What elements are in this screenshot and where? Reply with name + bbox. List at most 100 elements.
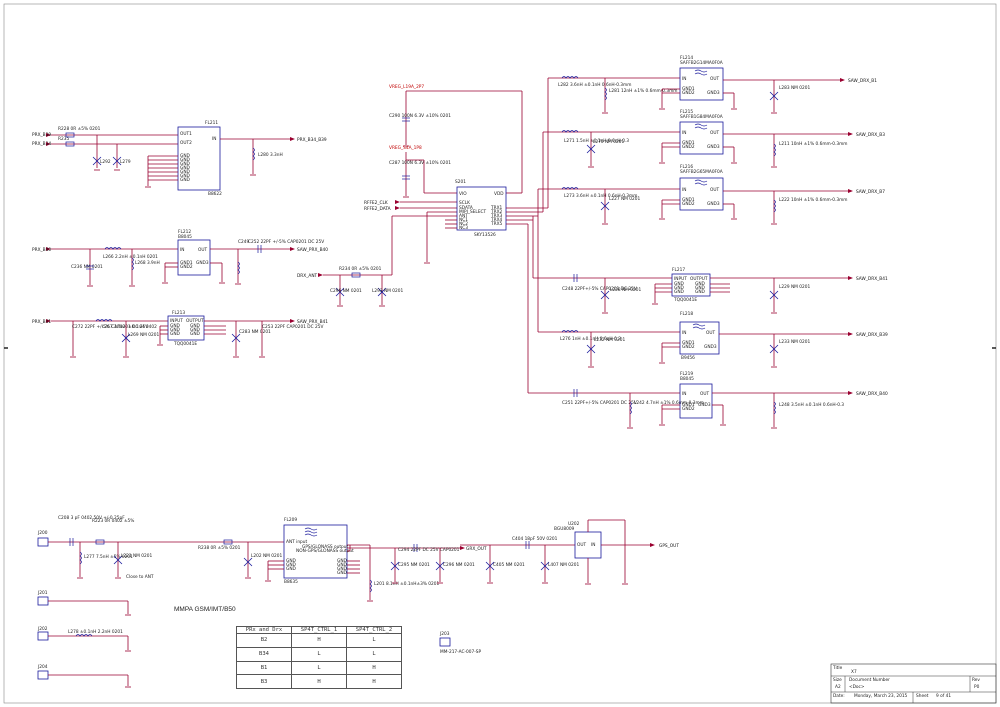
net-saw-drx-b1: SAW_DRX_B1	[848, 78, 877, 84]
fl216-pin-gnd3: GND3	[707, 201, 720, 207]
fl218-body	[679, 321, 720, 355]
label-l273: L273 3.6nH ±0.1nH 0.6nH-0.3mm	[564, 193, 637, 199]
fl211-pin-in: IN	[212, 136, 216, 142]
u201-pin-nc3: NC3	[459, 225, 468, 231]
u201-pin-vdd: VDD	[494, 191, 504, 197]
sp4t-switch-block: VREG_L19A_2P7 C290 100N 6.3V ±10% 0201 V…	[297, 78, 549, 393]
connectors-block: J201 J202 L278 ±0.1nH 2.2nH 0201 J204 J2…	[37, 590, 482, 688]
svg-text:GND: GND	[190, 323, 201, 329]
label-c253: C253 22PF CAP0201 DC 25V	[262, 324, 323, 330]
fl212-pin-gnd2: GND2	[180, 264, 193, 270]
u202-pin-in: IN	[591, 542, 595, 548]
svg-text:GND: GND	[180, 169, 191, 175]
fl214-part: SAFFB2G14MA0F0A	[680, 60, 723, 66]
net-prx-b39: PRX_B39	[32, 132, 51, 138]
title-value: X7	[851, 669, 857, 675]
gps-chain-block: J200 C208 3 pF 0402 50V +/-0.25pF R223 0…	[37, 515, 679, 602]
u201-pin-trx2: TRX2	[490, 209, 503, 215]
label-l227: L227 NM 0201	[609, 196, 640, 202]
net-gps-out: GPS_OUT	[659, 543, 679, 549]
table-header-cell: SP4T_CTRL_2	[346, 626, 402, 634]
svg-text:GND: GND	[180, 157, 191, 163]
net-saw-drx-b3: SAW_DRX_B3	[856, 132, 885, 138]
svg-text:GND: GND	[190, 327, 201, 333]
label-l222: L222 10nH ±1% 0.6mm-0.3mm	[779, 197, 848, 203]
fl218-pin-gnd3: GND3	[704, 344, 717, 350]
rev-label: Rev	[972, 677, 980, 683]
fl219-ref: FL219	[680, 371, 693, 377]
u201-pin-trx5: TRX5	[490, 221, 503, 227]
label-l202: L202 NM 0201	[251, 553, 282, 559]
sheet-frame	[3, 3, 997, 704]
fl209-pin-ant: ANT input	[286, 539, 308, 545]
fl215-ref: FL215	[680, 109, 693, 115]
fl211-ref: FL211	[205, 120, 218, 126]
net-prx-b34-b39: PRX_B34_B39	[297, 137, 327, 143]
fl219-pin-gnd3: GND3	[698, 402, 711, 408]
label-l279: L279	[120, 159, 131, 165]
label-l293: L293 NM 0201	[372, 288, 403, 294]
label-j202: J202	[37, 626, 48, 632]
label-r234: R234 0R ±5% 0201	[339, 266, 382, 272]
label-l267: L267 1.5nH ±0.1nH 0402	[102, 324, 157, 330]
label-l233: L233 NM 0201	[779, 339, 810, 345]
label-r238: R238 0R ±5% 0201	[198, 545, 241, 551]
fl216-part: SAFFB2G65MA0F0A	[680, 169, 723, 175]
note-close-to-ant: Close to ANT	[126, 574, 154, 580]
table-cell: H	[291, 633, 347, 648]
section-label: MMPA GSM/IMT/B50	[174, 606, 236, 613]
net-saw-prx-b41: SAW_PRX_B41	[297, 319, 328, 325]
label-l281: L281 12nH ±1% 0.6mm-0.3mm	[609, 88, 678, 94]
label-l278: L278 ±0.1nH 2.2nH 0201	[68, 629, 123, 635]
title-block: Title X7 Size A2 Document Number <Doc> R…	[830, 663, 997, 704]
label-c296b: C296 NM 0201	[443, 562, 475, 568]
fl211-body	[177, 126, 221, 191]
fl213-ref: FL213	[172, 310, 185, 316]
fl217-ref: FL217	[672, 267, 685, 273]
fl211-pin-out2: OUT2	[180, 140, 192, 146]
table-cell: L	[346, 646, 402, 662]
net-saw-drx-b39: SAW_DRX_B39	[856, 332, 888, 338]
sky13526-body	[456, 186, 507, 231]
fl218-part: B9456	[681, 355, 695, 361]
fl218-ref: FL218	[680, 311, 693, 317]
u201-pin-trx3: TRX3	[490, 213, 503, 219]
fl215-body	[679, 121, 724, 155]
label-j200: J200	[37, 530, 48, 536]
u201-pin-trx4: TRX4	[490, 217, 503, 223]
fl219-part: B8045	[680, 376, 694, 382]
label-l221: L221 NM 0201	[121, 553, 152, 559]
sheet-of: 9 of 41	[936, 693, 951, 699]
table-cell: L	[291, 646, 347, 662]
fl215-pin-gnd2: GND2	[682, 144, 695, 150]
fl209-part: B8635	[284, 579, 298, 585]
date-value: Monday, March 23, 2015	[854, 693, 908, 699]
title-label: Title	[832, 665, 843, 671]
label-l232: L232 NM 0201	[594, 337, 625, 343]
fl209-pin-gps: GPS/GLONASS output	[302, 544, 349, 550]
net-saw-drx-b41: SAW_DRX_B41	[856, 276, 888, 282]
u201-pin-nc1: NC1	[459, 217, 468, 223]
fl216-pin-out: OUT	[710, 187, 720, 193]
fl212-ref: FL212	[178, 229, 191, 235]
table-cell: B34	[236, 646, 292, 662]
fl215-pin-out: OUT	[710, 130, 720, 136]
svg-text:GND: GND	[695, 281, 706, 287]
label-j201: J201	[37, 590, 48, 596]
net-prx-b34: PRX_B34	[32, 141, 51, 147]
fl215-pin-in: IN	[682, 130, 686, 136]
u201-pin-mipi: MIPI_SELECT	[459, 209, 487, 215]
fl212-pin-in: IN	[180, 247, 184, 253]
fl209-body	[283, 524, 348, 579]
label-r223: R223 0R 0402 ±5%	[92, 518, 134, 524]
table-header-cell: SP4T_CTRL_1	[291, 626, 347, 634]
fl214-body	[679, 67, 724, 101]
net-prx-b41: PRX_B41	[32, 319, 51, 325]
svg-text:GND: GND	[180, 173, 191, 179]
svg-text:GND: GND	[170, 331, 181, 337]
u201-pin-sclk: SCLK	[459, 200, 470, 206]
label-j203-part: MM-217-AC-007-SP	[440, 649, 482, 655]
label-c251: C251 22PF+/-5% CAP0201 DC 25V	[562, 400, 637, 406]
